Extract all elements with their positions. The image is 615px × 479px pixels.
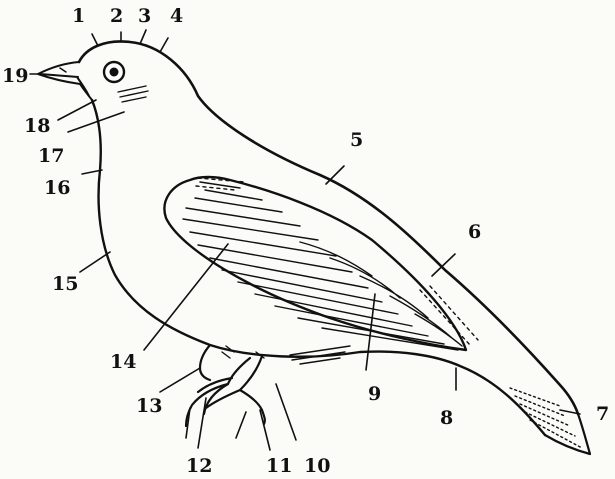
label-9: 9 [368, 383, 381, 405]
label-18: 18 [24, 115, 50, 137]
label-2: 2 [110, 5, 123, 27]
label-13: 13 [136, 395, 162, 417]
bird-legs-feet [186, 345, 265, 426]
label-6: 6 [468, 221, 481, 243]
leader-12 [198, 398, 206, 448]
leader-6 [432, 254, 455, 276]
leader-3 [140, 30, 146, 44]
label-15: 15 [52, 273, 78, 295]
bird-front-outline [92, 100, 545, 435]
label-12: 12 [186, 455, 212, 477]
leader-extra-a [236, 412, 246, 438]
leader-10 [276, 384, 296, 440]
bird-eye-pupil [110, 68, 119, 77]
label-7: 7 [596, 403, 609, 425]
bird-illustration [38, 41, 590, 454]
label-17: 17 [38, 145, 64, 167]
leader-4 [160, 38, 168, 52]
label-8: 8 [440, 407, 453, 429]
label-4: 4 [170, 5, 183, 27]
leader-1 [92, 34, 98, 46]
leader-13 [160, 368, 200, 392]
leader-15 [80, 252, 110, 272]
label-16: 16 [44, 177, 70, 199]
leader-18 [58, 100, 96, 120]
bird-cheek-marks [118, 86, 148, 102]
bird-beak [38, 62, 92, 100]
bird-tail-stipple [510, 388, 582, 448]
bird-tail [545, 414, 590, 454]
bird-head-back-outline [79, 41, 578, 414]
bird-wing-feathers [183, 182, 462, 350]
label-5: 5 [350, 129, 363, 151]
label-3: 3 [138, 5, 151, 27]
label-19: 19 [2, 65, 28, 87]
bird-wing-outline [164, 177, 466, 350]
label-14: 14 [110, 351, 136, 373]
bird-nostril [60, 68, 66, 72]
label-10: 10 [304, 455, 330, 477]
label-11: 11 [266, 455, 292, 477]
label-1: 1 [72, 5, 85, 27]
